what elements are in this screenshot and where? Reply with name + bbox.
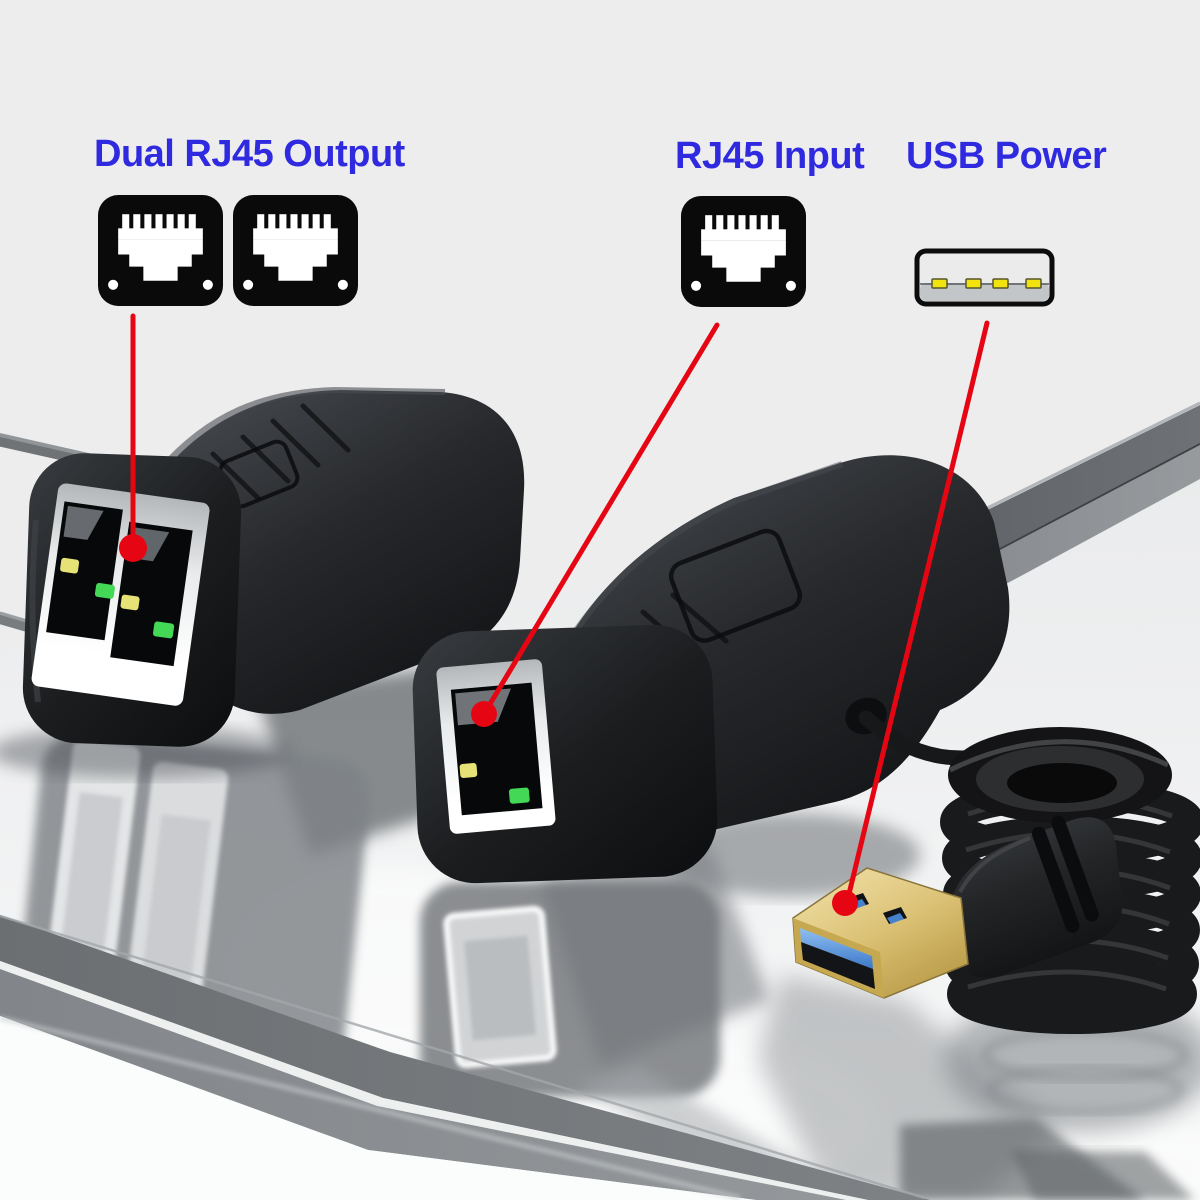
usb3-blue-tongue [800, 928, 873, 969]
label-usb-power: USB Power [906, 135, 1107, 177]
led-yellow-2 [120, 594, 140, 611]
led-yellow-1 [60, 557, 80, 574]
dual-rj45-ports [31, 483, 210, 706]
floor [0, 1016, 756, 1200]
rj45-port-icon [98, 195, 223, 306]
rj45-port-icon [679, 196, 808, 307]
leader-rj45-input [487, 322, 720, 707]
rj45-port-icon [233, 195, 358, 306]
callout-leaders [130, 313, 990, 897]
glass-front-edge [0, 914, 930, 1200]
led-green-2 [153, 621, 175, 639]
label-rj45-input: RJ45 Input [675, 135, 865, 177]
label-dual-rj45-output: Dual RJ45 Output [94, 133, 405, 175]
callout-dot-dual-rj45-output [119, 534, 147, 562]
dual-rj45-output-adapter [22, 386, 525, 747]
led-yellow [459, 763, 478, 778]
led-green [508, 787, 530, 804]
body-seam [668, 528, 803, 643]
rj45-input-port [436, 659, 556, 834]
middle-port-reflection [443, 905, 557, 1069]
callout-dot-rj45-input [471, 701, 497, 727]
strain-relief-ridges [1031, 815, 1099, 933]
led-green-1 [94, 582, 115, 599]
usb-a-icon [914, 248, 1055, 307]
callout-dots [119, 534, 858, 916]
leader-usb-power [846, 320, 990, 897]
adapter-body [160, 390, 525, 714]
callout-dot-usb-power [832, 890, 858, 916]
